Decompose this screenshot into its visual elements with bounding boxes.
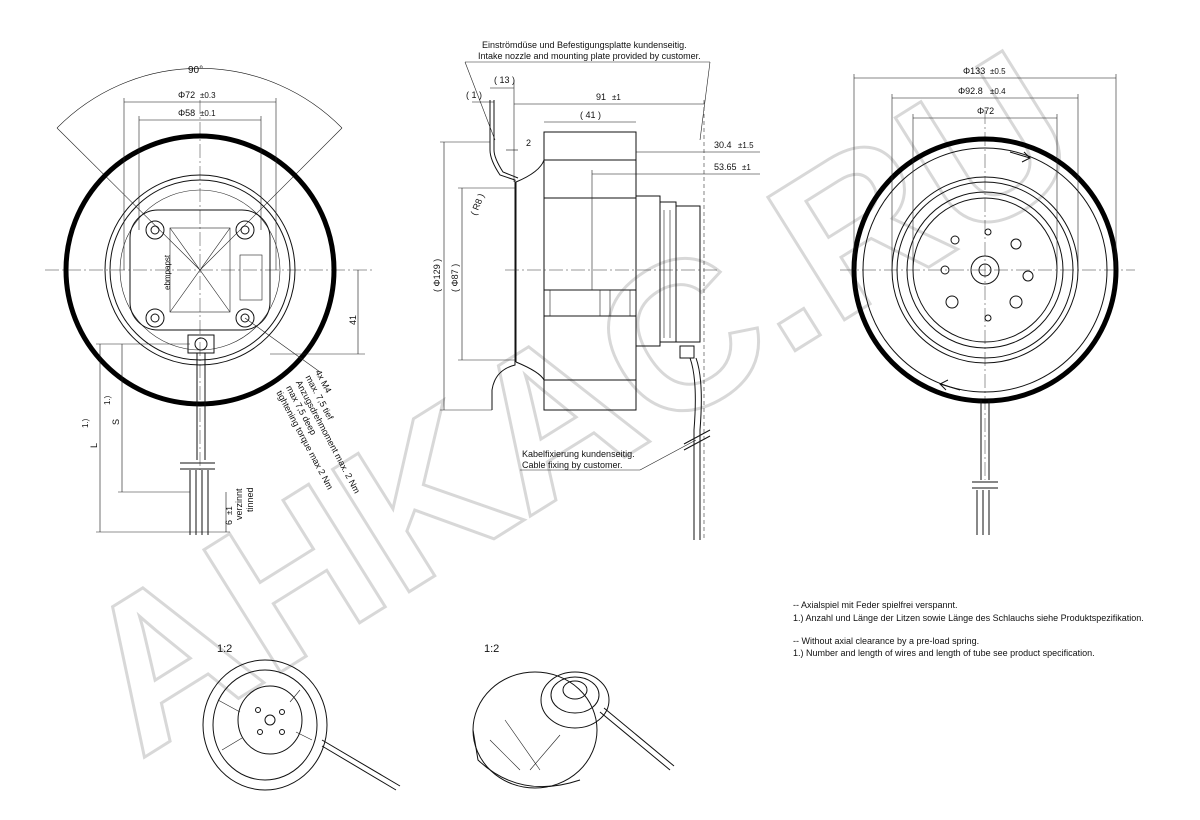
scale-left: 1:2: [217, 643, 232, 655]
dim41-side: ( 41 ): [580, 110, 601, 120]
dia58-tol: ±0.1: [200, 109, 216, 118]
d92-8-label: Φ92.8: [958, 86, 983, 96]
rear-view: Φ133 ±0.5 Φ92.8 ±0.4 Φ72: [840, 66, 1135, 535]
dim91-tol: ±1: [612, 93, 621, 102]
mounting-holes: [145, 220, 255, 328]
dim1: ( 1 ): [466, 90, 482, 100]
cable-note-en: Cable fixing by customer.: [522, 460, 623, 470]
dim2: 2: [526, 138, 531, 148]
d72-label: Φ72: [977, 106, 994, 116]
dimL-label: L: [89, 443, 99, 448]
scale-right: 1:2: [484, 643, 499, 655]
dim41-label: 41: [348, 315, 358, 325]
note-3: -- Without axial clearance by a pre-load…: [793, 636, 979, 646]
note-1: -- Axialspiel mit Feder spielfrei verspa…: [793, 600, 958, 610]
dim53-65: 53.65: [714, 162, 737, 172]
nozzle-note-en: Intake nozzle and mounting plate provide…: [478, 51, 701, 61]
dim13: ( 13 ): [494, 75, 515, 85]
nozzle-note-de: Einströmdüse und Befestigungsplatte kund…: [482, 40, 687, 50]
notes-block: -- Axialspiel mit Feder spielfrei verspa…: [793, 600, 1144, 658]
tinned-en: tinned: [245, 487, 255, 512]
dim53-65-tol: ±1: [742, 163, 751, 172]
d92-8-tol: ±0.4: [990, 87, 1006, 96]
dia58-label: Φ58: [178, 108, 195, 118]
dimS-label: S: [111, 419, 121, 425]
dimL-note: 1.): [81, 418, 90, 428]
strip-label: 6: [224, 520, 234, 525]
dim91: 91: [596, 92, 606, 102]
d87-label: ( Φ87 ): [450, 264, 460, 292]
angle-label: 90°: [188, 65, 203, 76]
d133-tol: ±0.5: [990, 67, 1006, 76]
d133-label: Φ133: [963, 66, 985, 76]
tinned-de: verzinnt: [234, 488, 244, 520]
dimS-note: 1.): [103, 395, 112, 405]
iso-view-right: 1:2: [472, 643, 675, 789]
dia72-label: Φ72: [178, 90, 195, 100]
rating-label-text: ebmpapst: [163, 254, 172, 290]
dim30-4-tol: ±1.5: [738, 141, 754, 150]
dim30-4: 30.4: [714, 140, 732, 150]
d129-label: ( Φ129 ): [432, 259, 442, 292]
front-view: 90° ebmpapst: [45, 65, 375, 535]
note-4: 1.) Number and length of wires and lengt…: [793, 648, 1095, 658]
dia72-tol: ±0.3: [200, 91, 216, 100]
cable-note-de: Kabelfixierung kundenseitig.: [522, 449, 635, 459]
strip-tol: ±1: [225, 506, 234, 515]
r8-label: ( R8 ): [469, 192, 487, 217]
iso-view-left: 1:2: [202, 643, 401, 791]
note-2: 1.) Anzahl und Länge der Litzen sowie Lä…: [793, 613, 1144, 623]
